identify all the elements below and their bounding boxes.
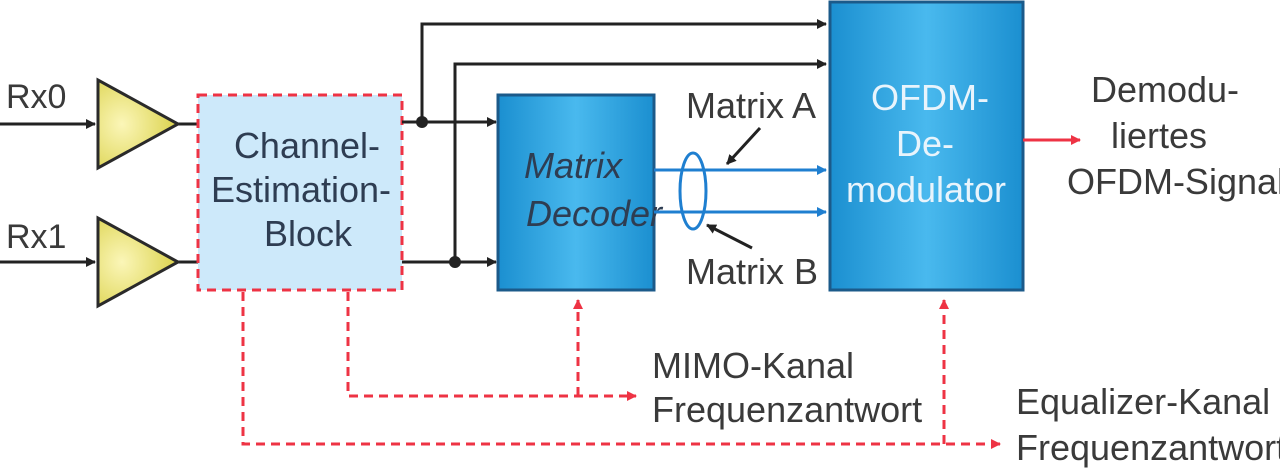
ofdm-demodulator-line-2: De- [896, 123, 954, 164]
matrix-a-pointer [725, 126, 762, 166]
rx0-label: Rx0 [6, 78, 66, 116]
matrix-decoder-line-1: Matrix [524, 145, 624, 186]
equalizer-feedback-line-1: Equalizer-Kanal [1016, 381, 1270, 422]
equalizer-feedback-label: Equalizer-Kanal Frequenzantwort [1016, 381, 1280, 468]
output-line-3: OFDM-Signal [1067, 161, 1280, 202]
ofdm-demodulator-line-1: OFDM- [871, 77, 989, 118]
matrix-decoder-block [496, 93, 656, 292]
matrix-b-pointer [706, 223, 753, 250]
junction-dot-top [416, 116, 428, 128]
feedback-lines [241, 292, 1001, 449]
rx1-label: Rx1 [6, 218, 66, 256]
equalizer-feedback-line-2: Frequenzantwort [1016, 427, 1280, 468]
channel-estimation-block [196, 93, 404, 292]
bus-ellipse [678, 151, 708, 231]
equalizer-feedback-line [241, 292, 1001, 449]
channel-estimation-label: Channel- Estimation- Block [211, 125, 401, 254]
bypass-line-bottom [453, 59, 827, 262]
rx0-amplifier-icon [96, 77, 182, 171]
rx1-amplifier-icon [96, 215, 182, 309]
mimo-feedback-line-1: MIMO-Kanal [652, 345, 854, 386]
junction-dot-bottom [449, 256, 461, 268]
matrix-lines [654, 151, 827, 231]
input-lines [0, 119, 200, 267]
matrix-decoder-label: Matrix Decoder [524, 145, 664, 234]
channel-estimation-line-2: Estimation- [211, 169, 391, 210]
bypass-line-top [420, 19, 827, 122]
ofdm-demodulator-block [828, 0, 1025, 292]
matrix-b-label: Matrix B [686, 251, 818, 292]
ofdm-demodulator-label: OFDM- De- modulator [846, 77, 1006, 210]
mimo-feedback-line [346, 292, 637, 401]
mimo-feedback-label: MIMO-Kanal Frequenzantwort [652, 345, 922, 430]
output-label: Demodu- liertes OFDM-Signal [1067, 69, 1280, 202]
output-line-2: liertes [1111, 115, 1207, 156]
matrix-a-label: Matrix A [686, 85, 816, 126]
output-line-1: Demodu- [1091, 69, 1239, 110]
ofdm-demodulator-line-3: modulator [846, 169, 1006, 210]
matrix-decoder-line-2: Decoder [526, 193, 664, 234]
channel-estimation-line-3: Block [264, 213, 353, 254]
channel-estimation-line-1: Channel- [234, 125, 380, 166]
mimo-feedback-line-2: Frequenzantwort [652, 389, 922, 430]
